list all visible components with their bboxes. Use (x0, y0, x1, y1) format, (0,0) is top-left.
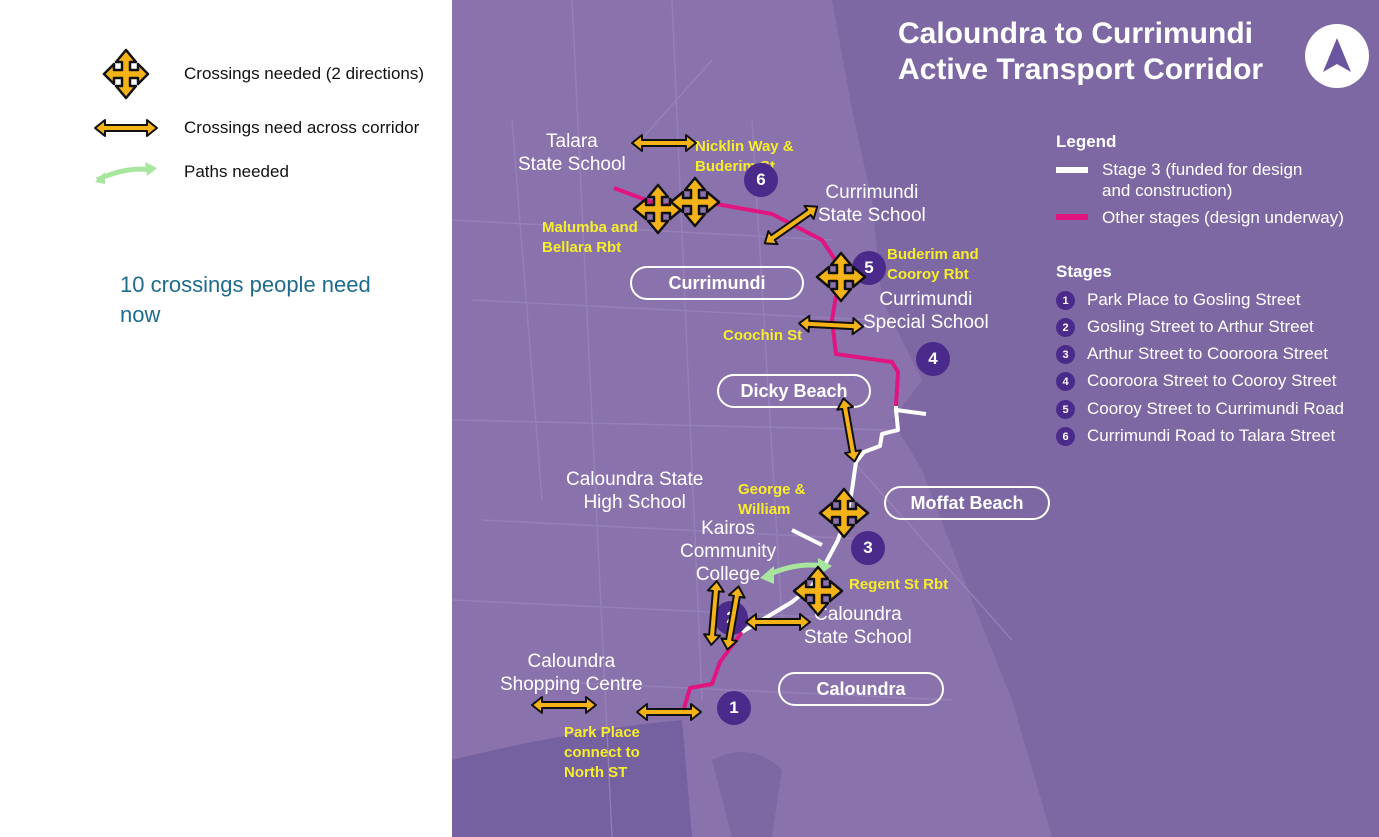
label-nicklin-way: Nicklin Way & Buderim St (695, 137, 794, 177)
place-currimundi-state-school: Currimundi State School (818, 181, 926, 227)
stage-label-3: Arthur Street to Cooroora Street (1087, 344, 1328, 363)
legend-text-stage3: Stage 3 (funded for design and construct… (1102, 159, 1302, 201)
key-row-crossing-two-directions: Crossings needed (2 directions) (90, 46, 424, 102)
place-kairos-line3: College (695, 564, 761, 585)
place-talara-state-school: Talara State School (518, 130, 626, 176)
label-malumba-bellara: Malumba and Bellara Rbt (542, 218, 638, 258)
stage-label-5: Cooroy Street to Currimundi Road (1087, 399, 1345, 418)
legend-stage3-line2: and construction) (1102, 181, 1233, 200)
suburb-currimundi: Currimundi (630, 266, 804, 300)
stage-dot-1: 1 (1056, 291, 1075, 310)
place-shopping-line1: Caloundra (527, 651, 616, 672)
curved-green-arrow-icon (90, 144, 162, 200)
label-park-line2: connect to (564, 744, 640, 761)
place-caloundra-state-school: Caloundra State School (804, 603, 912, 649)
label-park-line1: Park Place (564, 724, 640, 741)
label-george-line1: George & (738, 481, 806, 498)
place-caloundra-ss-line1: Caloundra (814, 604, 902, 625)
place-kairos-line2: Community (680, 541, 777, 562)
stage-label-6: Currimundi Road to Talara Street (1087, 426, 1336, 445)
stage-marker-5[interactable]: 5 (852, 251, 886, 285)
label-buderim-line1: Buderim and (887, 246, 979, 263)
north-arrow-icon (1323, 38, 1351, 72)
compass[interactable] (1305, 24, 1369, 88)
label-buderim-line2: Cooroy Rbt (887, 266, 969, 283)
place-caloundra-ss-line2: State School (804, 627, 912, 648)
stage-marker-4[interactable]: 4 (916, 342, 950, 376)
stage-label-4: Cooroora Street to Cooroy Street (1087, 371, 1337, 390)
place-talara-line1: Talara (546, 131, 598, 152)
stage-marker-2[interactable]: 2 (714, 601, 748, 635)
place-currimundi-special-school: Currimundi Special School (863, 288, 989, 334)
key-label-paths-needed: Paths needed (184, 162, 289, 181)
label-george-line2: William (738, 501, 791, 518)
stage-dot-3: 3 (1056, 345, 1075, 364)
label-coochin-st: Coochin St (723, 327, 803, 344)
stage-label-1: Park Place to Gosling Street (1087, 290, 1301, 309)
place-shopping-line2: Shopping Centre (500, 674, 643, 695)
stage-dot-2: 2 (1056, 318, 1075, 337)
label-malumba-line2: Bellara Rbt (542, 239, 622, 256)
suburb-dicky-beach: Dicky Beach (717, 374, 871, 408)
label-park-place: Park Place connect to North ST (564, 723, 640, 783)
map-title: Caloundra to Currimundi Active Transport… (898, 16, 1263, 88)
place-caloundra-shopping-centre: Caloundra Shopping Centre (500, 650, 643, 696)
place-caloundra-shs-line2: High School (583, 492, 686, 513)
place-caloundra-state-high-school: Caloundra State High School (566, 468, 703, 514)
legend-line-stage3 (1056, 167, 1088, 173)
stages-heading: Stages (1056, 262, 1112, 281)
map-title-line2: Active Transport Corridor (898, 53, 1264, 86)
stage-marker-1[interactable]: 1 (717, 691, 751, 725)
place-caloundra-shs-line1: Caloundra State (566, 469, 704, 490)
place-currimundi-ss-line1: Currimundi (825, 182, 919, 203)
label-nicklin-line1: Nicklin Way & (695, 138, 794, 155)
legend-heading: Legend (1056, 132, 1117, 151)
label-park-line3: North ST (564, 764, 628, 781)
legend-text-other: Other stages (design underway) (1102, 208, 1344, 227)
label-regent-st: Regent St Rbt (849, 576, 949, 593)
suburb-moffat-beach: Moffat Beach (884, 486, 1050, 520)
place-currimundi-special-line1: Currimundi (879, 289, 973, 310)
label-george-william: George & William (738, 480, 806, 520)
stage-dot-5: 5 (1056, 400, 1075, 419)
stage-marker-6[interactable]: 6 (744, 163, 778, 197)
place-currimundi-ss-line2: State School (818, 205, 926, 226)
key-row-crossing-across: Crossings need across corridor (90, 100, 419, 156)
stage-marker-3[interactable]: 3 (851, 531, 885, 565)
key-label-crossing-across: Crossings need across corridor (184, 118, 420, 137)
key-label-crossing-two-directions: Crossings needed (2 directions) (184, 64, 425, 83)
place-currimundi-special-line2: Special School (863, 312, 989, 333)
place-talara-line2: State School (518, 154, 626, 175)
map-title-line1: Caloundra to Currimundi (898, 17, 1253, 50)
map[interactable]: Caloundra to Currimundi Active Transport… (452, 0, 1379, 837)
key-panel: Crossings needed (2 directions) Crossing… (0, 0, 452, 837)
label-malumba-line1: Malumba and (542, 219, 638, 236)
legend-line-other (1056, 214, 1088, 220)
crossings-note: 10 crossings people need now (120, 272, 371, 327)
double-arrow-icon (90, 100, 162, 156)
label-buderim-cooroy: Buderim and Cooroy Rbt (887, 245, 979, 285)
place-kairos-line1: Kairos (701, 518, 755, 539)
four-way-arrow-icon (90, 46, 162, 102)
legend-stage3-line1: Stage 3 (funded for design (1102, 160, 1303, 179)
stage-dot-6: 6 (1056, 427, 1075, 446)
suburb-caloundra: Caloundra (778, 672, 944, 706)
stage-dot-4: 4 (1056, 372, 1075, 391)
place-kairos-community-college: Kairos Community College (680, 517, 776, 586)
key-row-paths-needed: Paths needed (90, 144, 289, 200)
stage-label-2: Gosling Street to Arthur Street (1087, 317, 1314, 336)
